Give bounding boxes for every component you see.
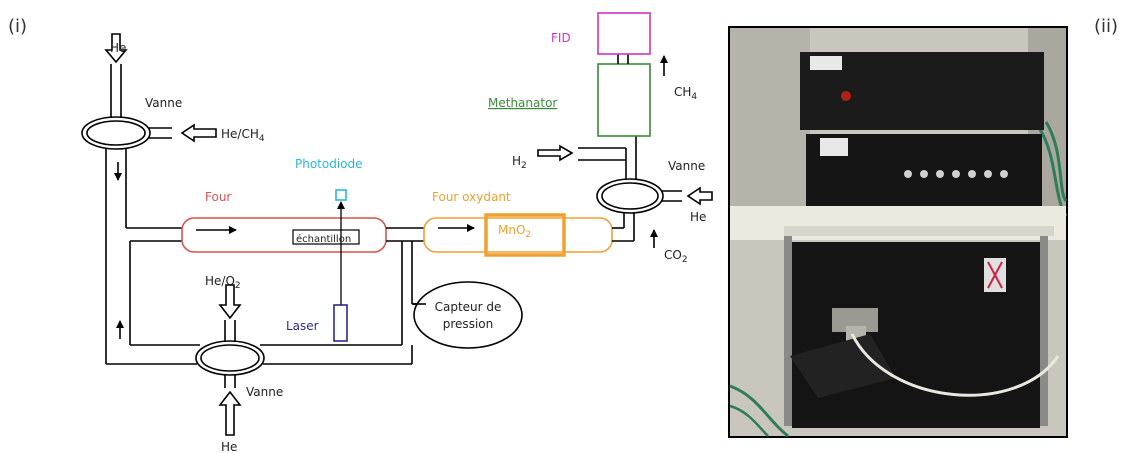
he-right-arrow	[688, 188, 712, 204]
label-laser: Laser	[286, 319, 319, 333]
vanne-right-valve	[597, 179, 663, 213]
label-he-bottom: He	[221, 440, 237, 453]
label-capteur-line1: Capteur de	[435, 300, 502, 314]
label-fid: FID	[551, 31, 571, 45]
h2-arrow	[538, 146, 572, 160]
label-co2: CO2	[664, 248, 688, 265]
label-echantillon: échantillon	[296, 233, 351, 245]
instrument-photo	[728, 26, 1068, 438]
laser-source	[334, 305, 347, 341]
four-oven	[182, 218, 386, 252]
label-h2: H2	[512, 154, 527, 171]
label-he-right: He	[690, 210, 706, 224]
label-vanne-right: Vanne	[668, 159, 705, 173]
photodiode-sensor	[336, 190, 346, 200]
label-four-oxydant: Four oxydant	[432, 190, 511, 204]
vanne-bottom-valve	[196, 341, 264, 375]
label-he-ch4: He/CH4	[221, 127, 265, 144]
label-ch4: CH4	[674, 85, 697, 102]
label-mno2: MnO2	[498, 223, 531, 240]
label-four: Four	[205, 190, 231, 204]
he-bottom-arrow	[220, 392, 240, 435]
label-methanator: Methanator	[488, 96, 557, 110]
fid-box	[598, 13, 650, 54]
setup-schematic: He Vanne He/CH4 Photodiode Four échantil…	[0, 0, 720, 453]
label-photodiode: Photodiode	[295, 157, 363, 171]
capteur-pression-ellipse	[414, 282, 522, 348]
label-vanne-bottom: Vanne	[246, 385, 283, 399]
label-capteur-line2: pression	[443, 317, 493, 331]
panel-label-ii: (ii)	[1094, 16, 1118, 37]
label-he-o2: He/O2	[205, 274, 241, 291]
label-vanne-top: Vanne	[145, 96, 182, 110]
label-he-top: He	[110, 41, 126, 55]
methanator-box	[598, 64, 650, 136]
he-ch4-arrow	[182, 125, 216, 141]
